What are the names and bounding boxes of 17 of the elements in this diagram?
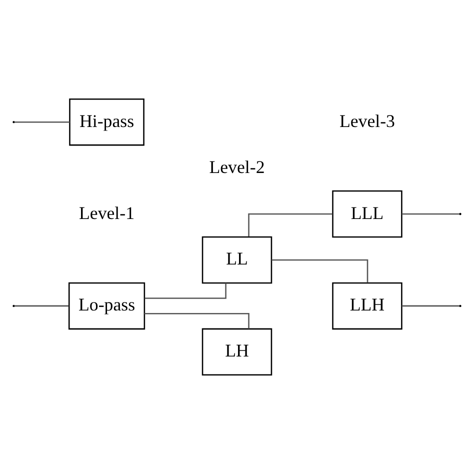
node-box: LL <box>202 236 272 284</box>
label: Level-1 <box>78 202 135 223</box>
node-box: Hi-pass <box>69 98 144 146</box>
label: Level-3 <box>339 110 396 131</box>
connector <box>272 259 368 282</box>
connector <box>144 312 250 329</box>
node-box: LLH <box>332 282 402 330</box>
node-box: LLL <box>332 190 402 238</box>
connector <box>402 213 460 215</box>
label: Level-2 <box>209 156 265 177</box>
connector <box>14 305 69 307</box>
node-box: LH <box>202 328 272 376</box>
connector <box>402 305 460 307</box>
connector <box>144 283 226 299</box>
connector <box>14 121 70 123</box>
node-box: Lo-pass <box>68 282 146 330</box>
connector <box>248 213 332 236</box>
